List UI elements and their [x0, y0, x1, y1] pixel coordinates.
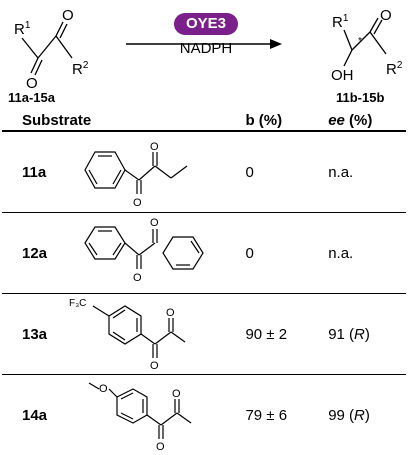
- header-ee: ee (%): [328, 112, 406, 131]
- product-oh: OH: [331, 67, 354, 84]
- substrate-id: 12a: [2, 213, 63, 294]
- oxygen-label: O: [133, 272, 142, 284]
- ee-config: R: [354, 326, 365, 343]
- oxygen-label: O: [150, 360, 159, 370]
- oxygen-label: O: [150, 217, 159, 229]
- header-b: b (%): [245, 112, 328, 131]
- substrate-structure: O O O: [63, 375, 245, 455]
- ee-number: 99: [328, 407, 345, 424]
- substrate-structure: F₃C O O: [63, 294, 245, 375]
- oxygen-label: O: [172, 388, 181, 400]
- table-row: 13a: [2, 294, 406, 375]
- structure-14a-svg: O O O: [63, 375, 245, 451]
- ee-value: n.a.: [328, 131, 406, 213]
- product-structure: [344, 18, 386, 66]
- b-value: 0: [245, 213, 328, 294]
- substrate-id: 13a: [2, 294, 63, 375]
- table-header-row: Substrate b (%) ee (%): [2, 112, 406, 131]
- product-r1: R1: [332, 13, 349, 31]
- ee-value: 99 (R): [328, 375, 406, 455]
- b-value: 79 ± 6: [245, 375, 328, 455]
- substrate-id: 11a: [2, 131, 63, 213]
- structure-12a-svg: O O: [63, 213, 245, 289]
- product-r2: R2: [386, 60, 403, 78]
- ee-config: R: [354, 407, 365, 424]
- table-row: 14a: [2, 375, 406, 455]
- enzyme-badge: OYE3: [174, 13, 238, 35]
- reactant-r2: R2: [72, 60, 89, 78]
- table-row: 12a: [2, 213, 406, 294]
- reactant-r1: R1: [14, 20, 31, 38]
- cf3-label: F₃C: [69, 298, 86, 309]
- b-value: 90 ± 2: [245, 294, 328, 375]
- substrate-table: Substrate b (%) ee (%) 11a: [2, 112, 406, 455]
- oxygen-label: O: [99, 383, 108, 395]
- cofactor-label: NADPH: [166, 40, 246, 57]
- ee-value: 91 (R): [328, 294, 406, 375]
- product-stereo-star: *: [358, 36, 362, 47]
- ee-value: n.a.: [328, 213, 406, 294]
- b-value: 0: [245, 131, 328, 213]
- substrate-structure: O O: [63, 213, 245, 294]
- structure-11a-svg: O O: [63, 132, 245, 208]
- oxygen-label: O: [156, 441, 165, 451]
- reactant-o-right: O: [62, 7, 74, 24]
- product-o: O: [380, 7, 392, 24]
- table-row: 11a: [2, 131, 406, 213]
- reaction-scheme: R1 O O R2 R1 * O OH R2 OYE3 NADPH 11a-15…: [0, 0, 410, 110]
- reactant-label: 11a-15a: [8, 90, 55, 105]
- oxygen-label: O: [133, 197, 142, 208]
- substrate-structure: O O: [63, 131, 245, 213]
- header-substrate: Substrate: [2, 112, 245, 131]
- structure-13a-svg: F₃C O O: [63, 294, 245, 370]
- product-label: 11b-15b: [336, 90, 384, 105]
- ee-number: 91: [328, 326, 345, 343]
- oxygen-label: O: [150, 141, 159, 153]
- reaction-arrow-head: [270, 39, 282, 49]
- oxygen-label: O: [166, 307, 175, 319]
- substrate-id: 14a: [2, 375, 63, 455]
